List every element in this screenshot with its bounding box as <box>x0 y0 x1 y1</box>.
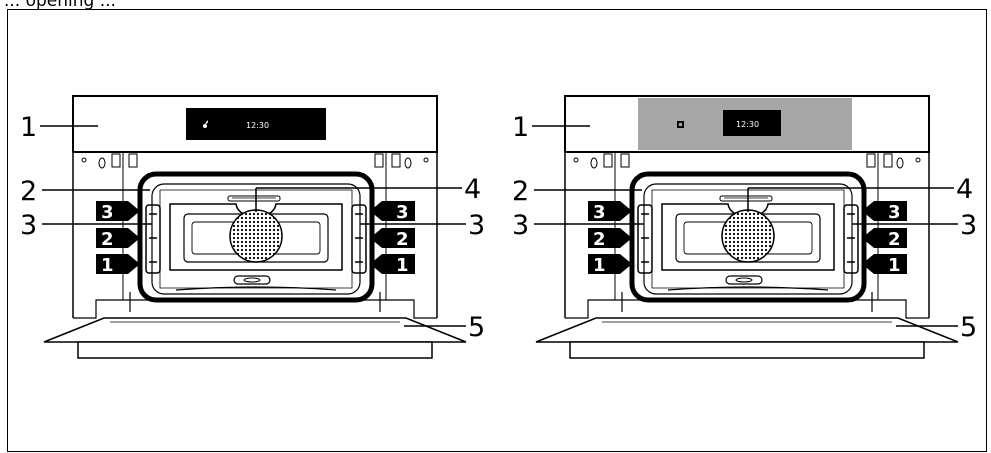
tag-right2-1 <box>862 254 907 274</box>
shelf-label: 3 <box>396 202 409 223</box>
tag-left2-3 <box>588 201 632 221</box>
callout-5: 5 <box>468 312 485 343</box>
shelf-label: 2 <box>888 229 901 250</box>
shelf-label: 1 <box>593 255 606 276</box>
callout-1: 1 <box>512 112 529 143</box>
drop-icon <box>205 120 208 124</box>
clock-right: 12:30 <box>736 120 759 129</box>
tag-left-1 <box>96 254 140 274</box>
figure-frame <box>7 9 987 452</box>
oven-right: 12:30 <box>532 96 958 358</box>
shelf-label: 3 <box>888 202 901 223</box>
callout-2: 2 <box>512 176 529 207</box>
callout-5: 5 <box>960 312 977 343</box>
top-caption: ... opening ... <box>4 0 116 11</box>
tag-right-1 <box>370 254 415 274</box>
shelf-label: 2 <box>101 229 114 250</box>
shelf-label: 2 <box>593 229 606 250</box>
tag-left2-2 <box>588 228 632 248</box>
callout-3: 3 <box>512 210 529 241</box>
shelf-label: 2 <box>396 229 409 250</box>
tag-right2-3 <box>862 201 907 221</box>
tag-right-3 <box>370 201 415 221</box>
shelf-label: 1 <box>888 255 901 276</box>
tag-left-3 <box>96 201 140 221</box>
callout-2: 2 <box>20 176 37 207</box>
tag-right-2 <box>370 228 415 248</box>
tag-left-2 <box>96 228 140 248</box>
shelf-label: 1 <box>101 255 114 276</box>
oven-left: 12:30 <box>40 96 466 358</box>
clock-left: 12:30 <box>246 121 269 130</box>
callout-3: 3 <box>20 210 37 241</box>
tag-right2-2 <box>862 228 907 248</box>
callout-4: 4 <box>956 174 973 205</box>
shelf-label: 3 <box>101 202 114 223</box>
tag-left2-1 <box>588 254 632 274</box>
shelf-tags <box>96 201 907 274</box>
steam-icon-dot <box>678 122 683 127</box>
shelf-label: 1 <box>396 255 409 276</box>
display-right <box>723 110 781 136</box>
display-left <box>186 108 326 140</box>
shelf-label: 3 <box>593 202 606 223</box>
callout-3: 3 <box>960 210 977 241</box>
drop-icon-dot <box>203 124 207 128</box>
callout-3: 3 <box>468 210 485 241</box>
callout-4: 4 <box>464 174 481 205</box>
callout-1: 1 <box>20 112 37 143</box>
